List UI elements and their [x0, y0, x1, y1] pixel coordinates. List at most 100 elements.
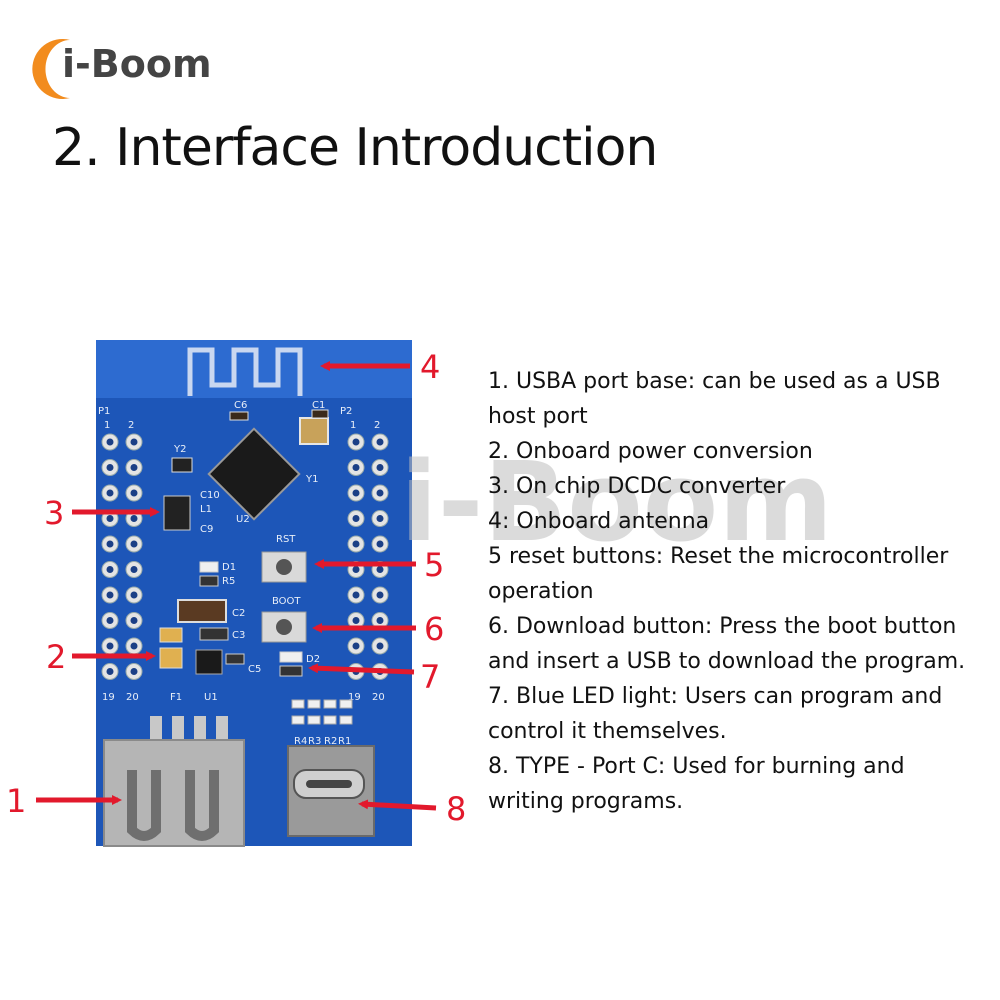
description-line: and insert a USB to download the program…: [488, 649, 966, 674]
resistor-r2: [323, 699, 337, 709]
callout-6: 6: [424, 610, 444, 648]
antenna-trace: [187, 347, 303, 396]
reset-button-cap: [276, 559, 292, 575]
header-pin-hole: [130, 438, 138, 446]
resistor-r1: [339, 699, 353, 709]
label-r1: R1: [338, 736, 351, 747]
header-pin-hole: [352, 515, 360, 522]
description-line: host port: [488, 404, 588, 429]
label-f1: F1: [170, 692, 182, 703]
header-pin-hole: [106, 464, 114, 471]
label-y1: Y1: [305, 474, 318, 485]
label-c1: C1: [312, 400, 325, 411]
header-pin-hole: [352, 438, 360, 446]
description-line: 5 reset buttons: Reset the microcontroll…: [488, 544, 949, 569]
callout-4: 4: [420, 348, 440, 386]
mcu-chip: [207, 427, 301, 521]
header-pin-hole: [352, 591, 360, 599]
callout-5: 5: [424, 546, 444, 584]
header-pin-hole: [130, 515, 138, 522]
crystal-y1: [299, 417, 329, 445]
header-pin-hole: [106, 642, 114, 650]
capacitor-c5: [225, 653, 245, 665]
callout-3: 3: [44, 494, 64, 532]
resistor-r2b: [323, 715, 337, 725]
label-r4: R4: [294, 736, 307, 747]
interface-description-list: 1. USBA port base: can be used as a USB …: [488, 364, 988, 819]
boot-button-cap: [276, 619, 292, 635]
label-p1: P1: [98, 406, 110, 417]
callout-7: 7: [420, 658, 440, 696]
header-pin-hole: [106, 566, 114, 573]
description-line: 7. Blue LED light: Users can program and: [488, 684, 943, 709]
resistor-r3: [307, 699, 321, 709]
header-pin-hole: [130, 540, 138, 548]
header-pin-hole: [352, 617, 360, 624]
description-line: 3. On chip DCDC converter: [488, 474, 786, 499]
resistor-r1b: [339, 715, 353, 725]
capacitor-c2: [177, 599, 227, 623]
led-d1: [199, 561, 219, 573]
description-line: 2. Onboard power conversion: [488, 439, 813, 464]
label-u1: U1: [204, 692, 218, 703]
usb-a-port: [103, 716, 245, 847]
label-rst: RST: [276, 534, 296, 545]
label-c9: C9: [200, 524, 213, 535]
label-c6: C6: [234, 400, 247, 411]
label-r5: R5: [222, 576, 235, 587]
label-pin20-left: 20: [126, 692, 139, 703]
label-c3: C3: [232, 630, 245, 641]
crystal-y2: [171, 457, 193, 473]
resistor-r4: [291, 699, 305, 709]
blue-led-d2: [279, 651, 303, 663]
arrow-8: [358, 799, 437, 811]
usb-c-port: [287, 745, 375, 837]
label-r2: R2: [324, 736, 337, 747]
header-pin-hole: [106, 489, 114, 497]
capacitor-c3: [199, 627, 229, 641]
header-pin-hole: [376, 515, 384, 522]
header-pin-hole: [130, 464, 138, 471]
label-pin20-right: 20: [372, 692, 385, 703]
header-pin-hole: [352, 540, 360, 548]
label-c2: C2: [232, 608, 245, 619]
arrow-7: [308, 663, 415, 675]
description-line: 8. TYPE - Port C: Used for burning and: [488, 754, 905, 779]
regulator-u1: [195, 649, 223, 675]
header-pin-hole: [376, 464, 384, 471]
label-p2: P2: [340, 406, 352, 417]
label-pin1-left: 1: [104, 420, 110, 431]
watermark-text: i-Boom: [400, 438, 833, 566]
capacitor-c1: [311, 409, 329, 419]
resistor-r3b: [307, 715, 321, 725]
label-r3: R3: [308, 736, 321, 747]
label-boot: BOOT: [272, 596, 301, 607]
resistor-r4b: [291, 715, 305, 725]
label-l1: L1: [200, 504, 212, 515]
header-pin-hole: [130, 642, 138, 650]
logo-text: i-Boom: [62, 42, 212, 86]
description-line: 4: Onboard antenna: [488, 509, 710, 534]
label-pin19-left: 19: [102, 692, 115, 703]
label-pin1-right: 1: [350, 420, 356, 431]
header-pin-hole: [376, 642, 384, 650]
header-pin-hole: [106, 591, 114, 599]
resistor-r5: [199, 575, 219, 587]
dcdc-inductor: [163, 495, 191, 531]
logo-crescent: [32, 39, 70, 100]
header-pin-hole: [106, 438, 114, 446]
header-pin-hole: [106, 668, 114, 675]
label-d1: D1: [222, 562, 236, 573]
brand-logo: [32, 39, 70, 100]
description-line: writing programs.: [488, 789, 684, 814]
description-line: control it themselves.: [488, 719, 727, 744]
header-pin-hole: [376, 591, 384, 599]
page-title: 2. Interface Introduction: [52, 118, 658, 178]
header-pin-hole: [106, 540, 114, 548]
header-pin-hole: [106, 617, 114, 624]
description-line: operation: [488, 579, 594, 604]
header-pin-hole: [130, 566, 138, 573]
header-pin-hole: [352, 566, 360, 573]
header-pin-hole: [376, 540, 384, 548]
